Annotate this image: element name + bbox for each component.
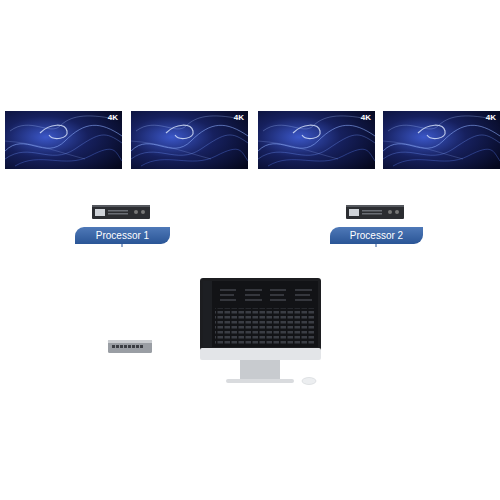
node-label: 4K — [108, 113, 118, 122]
node-label: 4K — [361, 113, 371, 122]
node-label: 4K — [234, 113, 244, 122]
display-screen: 4K — [131, 111, 248, 169]
node-label: 4K — [486, 113, 496, 122]
processor-band: Processor 2 — [330, 227, 423, 244]
display-screen: 4K — [5, 111, 122, 169]
display-screen: 4K — [383, 111, 500, 169]
node-label: Processor 2 — [350, 230, 403, 241]
display-screen: 4K — [258, 111, 375, 169]
processor-band: Processor 1 — [75, 227, 170, 244]
node-label: Processor 1 — [96, 230, 149, 241]
